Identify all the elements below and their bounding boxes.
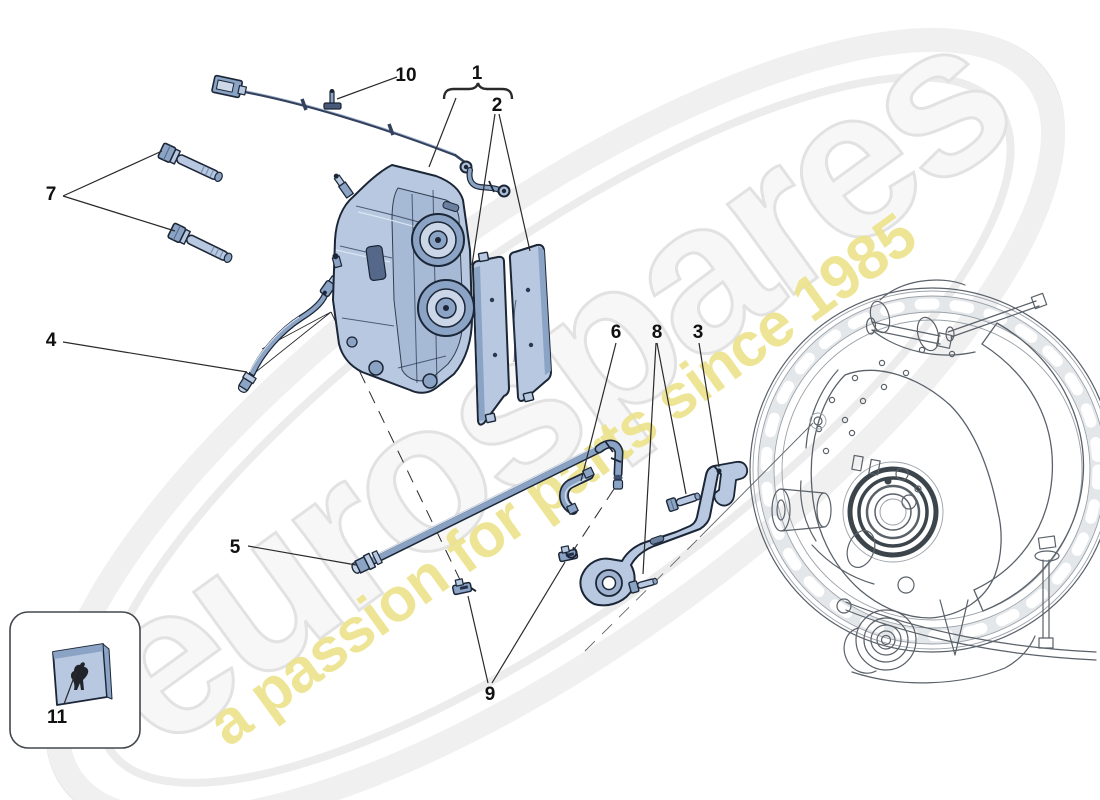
inlet-fitting	[331, 253, 343, 269]
disc-drill-holes	[815, 346, 956, 455]
brake-pad-inner	[471, 251, 510, 426]
pipe-clip-drawing	[559, 466, 595, 515]
tab-plate-box: 11	[9, 611, 141, 749]
callout-2: 2	[492, 95, 503, 116]
brake-pads-drawing	[471, 243, 552, 426]
cable-retainer-clip	[323, 89, 342, 110]
bracket-bolt-drawing-a	[665, 492, 701, 513]
caliper-hose-drawing	[459, 160, 511, 198]
caliper-bolt-drawing-b	[167, 222, 233, 264]
callout-3: 3	[693, 322, 704, 343]
sensor-connector	[211, 74, 248, 99]
caliper-mount-hole	[809, 412, 827, 430]
cable-clip-drawing-a	[451, 578, 477, 596]
callout-7: 7	[46, 184, 57, 205]
callout-10: 10	[395, 65, 416, 86]
pipe-elbow-drawing	[594, 439, 624, 490]
sensor-hose-drawing	[237, 275, 339, 393]
support-bracket-drawing	[579, 460, 749, 607]
brake-pipe-drawing	[351, 439, 624, 574]
hub-bearing-drawing	[842, 461, 944, 563]
ferrari-tab-plate-drawing	[52, 643, 113, 706]
bottom-drum-drawing	[843, 599, 1036, 684]
pipe-end-fitting	[351, 550, 383, 574]
camber-bolt-drawing	[1034, 535, 1060, 649]
hub-fasteners-drawing	[851, 454, 922, 510]
callout-11: 11	[47, 707, 68, 728]
bracket-bolt-drawing-b	[628, 577, 658, 594]
callout-5: 5	[230, 537, 241, 558]
callout-1: 1	[472, 63, 483, 84]
brake-pad-outer	[508, 243, 552, 403]
callout-6: 6	[611, 322, 622, 343]
brake-caliper-drawing	[331, 160, 511, 394]
bleed-screw	[333, 173, 354, 199]
top-mount-pins-drawing	[865, 279, 1048, 356]
hose-end-fitting	[237, 371, 257, 393]
caliper-bolt-drawing-a	[157, 142, 223, 183]
callout-9: 9	[485, 684, 496, 705]
wear-sensor-cable-drawing	[211, 74, 467, 165]
callout-4: 4	[46, 330, 57, 351]
suspension-arm-drawing	[973, 322, 1085, 612]
toe-link-bushing-drawing	[771, 488, 832, 532]
callout-8: 8	[652, 322, 663, 343]
cable-clip-drawing-b	[557, 545, 579, 563]
leader-lines	[62, 76, 720, 684]
callout-labels: 1 2 3 4 5 6 7 8 9 10	[46, 63, 704, 705]
prancing-horse-icon	[70, 662, 89, 690]
